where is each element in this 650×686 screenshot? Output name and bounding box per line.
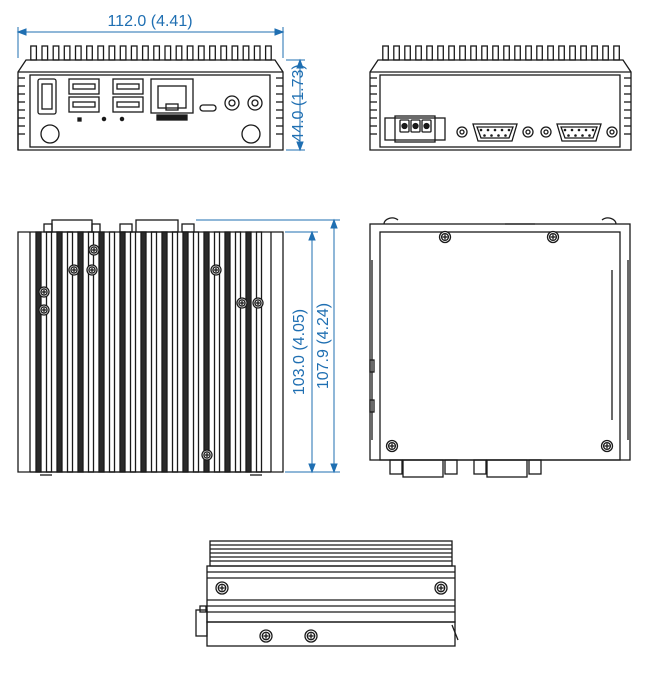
- lan-port: [150, 78, 194, 121]
- front-side-ribs: [18, 77, 283, 135]
- rear-view: [369, 45, 632, 151]
- screw: [201, 449, 213, 461]
- mount-hole: [40, 124, 60, 144]
- screw: [434, 581, 448, 595]
- screw: [68, 264, 80, 276]
- screw: [385, 439, 399, 453]
- depth-dimensions: [196, 218, 340, 474]
- rear-heatsink-fins: [382, 45, 620, 61]
- screw: [546, 230, 560, 244]
- hdmi-port: [37, 78, 57, 115]
- screw: [252, 297, 264, 309]
- width-dimension-label: 112.0 (4.41): [107, 13, 192, 30]
- rear-side-ribs: [370, 77, 631, 135]
- screw: [259, 629, 273, 643]
- usb-port: [112, 96, 144, 113]
- screw: [304, 629, 318, 643]
- screw: [438, 230, 452, 244]
- serial-port: [456, 123, 534, 142]
- screw: [38, 286, 50, 298]
- screw: [236, 297, 248, 309]
- power-terminal-block: [384, 115, 446, 143]
- mount-hole: [241, 124, 261, 144]
- screw: [215, 581, 229, 595]
- side-view: [195, 540, 459, 647]
- audio-jack: [247, 95, 263, 111]
- audio-jack: [224, 95, 240, 111]
- side-screws: [215, 581, 448, 643]
- screw: [86, 264, 98, 276]
- bottom-view: [369, 217, 631, 478]
- height-dimension-label: 44.0 (1.73): [290, 64, 307, 141]
- top-screws: [38, 244, 264, 461]
- screw: [600, 439, 614, 453]
- serial-port: [540, 123, 618, 142]
- screw: [88, 244, 100, 256]
- usb-port: [112, 78, 144, 95]
- usb-port: [68, 78, 100, 95]
- screw: [210, 264, 222, 276]
- bottom-screws: [385, 230, 614, 453]
- micro-usb-port: [199, 104, 217, 112]
- width-dimension: [16, 27, 285, 58]
- usb-port: [68, 96, 100, 113]
- front-view: [17, 45, 284, 151]
- screw: [38, 304, 50, 316]
- top-view: [17, 219, 284, 476]
- height-dimension: [286, 58, 305, 152]
- depth-body-label: 103.0 (4.05): [291, 309, 308, 395]
- front-heatsink-fins: [30, 45, 272, 61]
- depth-total-label: 107.9 (4.24): [315, 303, 332, 389]
